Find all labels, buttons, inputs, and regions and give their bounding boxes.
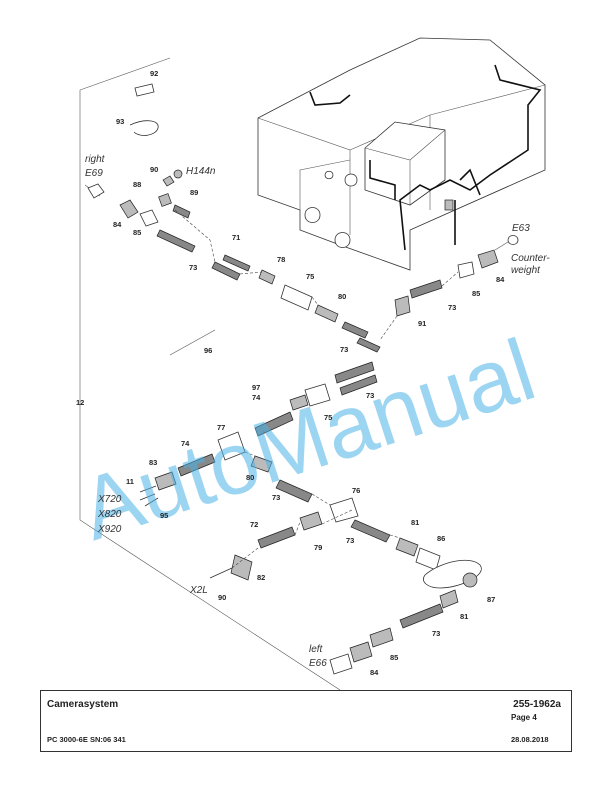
machine-superstructure (257, 37, 546, 271)
label-left: left (309, 644, 324, 655)
callout-74-b: 74 (181, 439, 190, 448)
callout-73-g: 73 (432, 629, 440, 638)
callout-92: 92 (150, 69, 158, 78)
label-right: right (85, 154, 106, 165)
callout-86: 86 (437, 534, 445, 543)
label-e69: E69 (85, 168, 103, 179)
callout-85: 85 (133, 228, 141, 237)
callout-82: 82 (257, 573, 265, 582)
callout-88: 88 (133, 180, 141, 189)
callout-90-b: 90 (218, 593, 226, 602)
callout-80-b: 80 (246, 473, 254, 482)
label-h144n: H144n (186, 166, 216, 177)
callout-84-c: 84 (370, 668, 379, 677)
label-e63: E63 (512, 223, 530, 234)
label-e66: E66 (309, 658, 327, 669)
callout-80: 80 (338, 292, 346, 301)
callout-96: 96 (204, 346, 212, 355)
callout-12: 12 (76, 398, 84, 407)
label-counter: Counter- (511, 253, 550, 264)
label-x720: X720 (97, 494, 122, 505)
callout-97: 97 (252, 383, 260, 392)
label-x2l: X2L (189, 585, 208, 596)
frame-lines (79, 57, 341, 690)
callout-77: 77 (217, 423, 225, 432)
callout-79: 79 (314, 543, 322, 552)
callout-74: 74 (252, 393, 261, 402)
camera-e69-chain (84, 169, 381, 353)
callout-85-c: 85 (390, 653, 398, 662)
callout-75-b: 75 (324, 413, 332, 422)
camera-e63-chain (379, 235, 519, 341)
callout-73: 73 (189, 263, 197, 272)
callout-84: 84 (113, 220, 122, 229)
callout-89: 89 (190, 188, 198, 197)
callout-91: 91 (418, 319, 426, 328)
callout-95: 95 (160, 511, 168, 520)
callout-90: 90 (150, 165, 158, 174)
part-93-cable-tie (129, 120, 159, 136)
callout-81-b: 81 (460, 612, 468, 621)
footer-page: Page 4 (511, 713, 537, 722)
callout-73-c: 73 (448, 303, 456, 312)
footer-model: PC 3000-6E SN:06 341 (47, 735, 126, 744)
callout-87: 87 (487, 595, 495, 604)
callout-84-b: 84 (496, 275, 505, 284)
callout-72: 72 (250, 520, 258, 529)
callout-78: 78 (277, 255, 285, 264)
callout-76: 76 (352, 486, 360, 495)
callout-93: 93 (116, 117, 124, 126)
callout-75: 75 (306, 272, 314, 281)
callout-73-d: 73 (366, 391, 374, 400)
callout-81: 81 (411, 518, 419, 527)
callout-73-e: 73 (272, 493, 280, 502)
footer-title: Camerasystem (47, 699, 119, 710)
callout-73-b: 73 (340, 345, 348, 354)
footer-doc-number: 255-1962a (513, 699, 561, 710)
exploded-parts-diagram: AutoManual 92 93 90 88 89 84 85 73 71 78… (69, 37, 550, 690)
part-92-cover (134, 83, 155, 97)
label-x920: X920 (97, 524, 122, 535)
callout-numbers: 92 93 90 88 89 84 85 73 71 78 75 80 73 9… (76, 69, 505, 677)
label-x820: X820 (97, 509, 122, 520)
callout-85-b: 85 (472, 289, 480, 298)
callout-71: 71 (232, 233, 240, 242)
footer-date: 28.08.2018 (511, 735, 549, 744)
center-cable-tree (139, 329, 482, 675)
callout-11: 11 (126, 477, 134, 486)
label-weight: weight (511, 265, 541, 276)
callout-73-f: 73 (346, 536, 354, 545)
callout-83: 83 (149, 458, 157, 467)
location-labels: right E69 H144n E63 Counter- weight X720… (85, 154, 550, 669)
title-block: Camerasystem 255-1962a Page 4 PC 3000-6E… (40, 690, 572, 752)
